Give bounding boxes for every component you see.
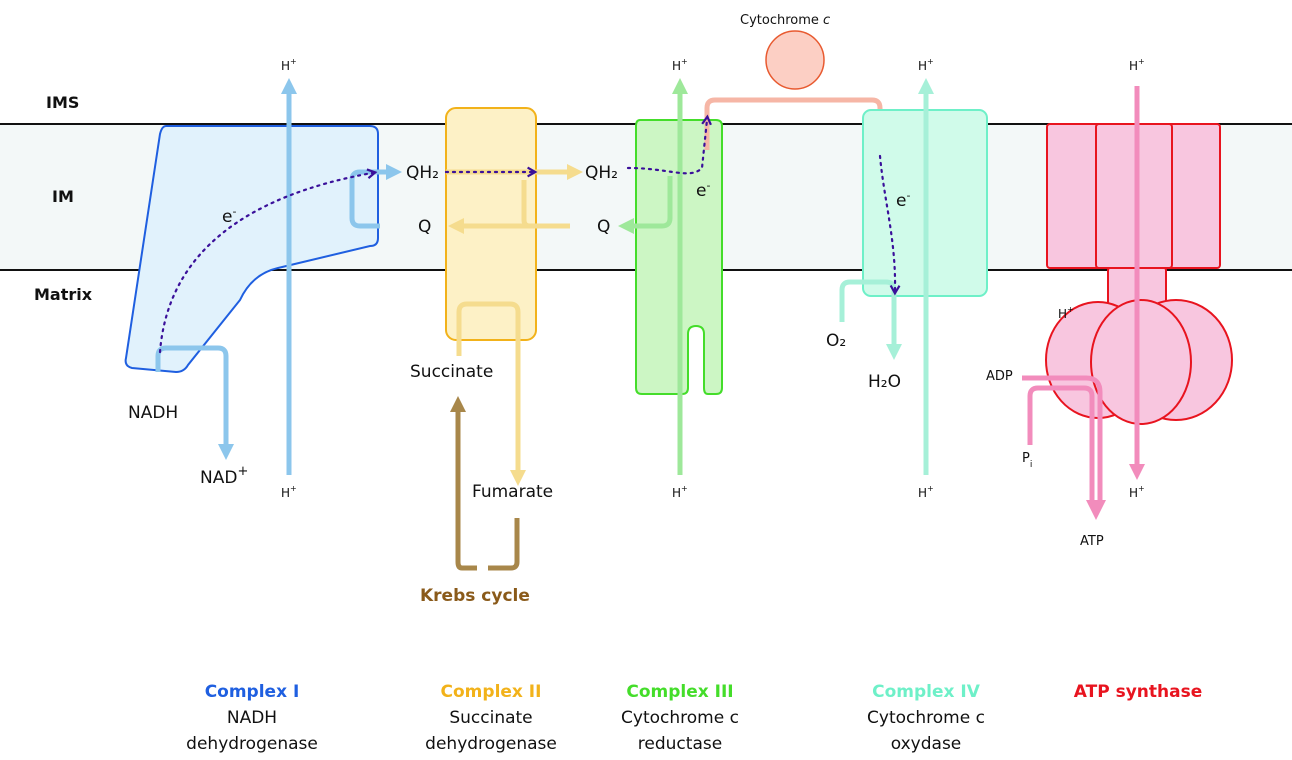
complex-caption-ii: Complex II Succinate dehydrogenase bbox=[425, 682, 557, 754]
nad-label: NAD+ bbox=[200, 464, 248, 488]
fumarate-label: Fumarate bbox=[472, 482, 553, 502]
zone-label-matrix: Matrix bbox=[34, 285, 93, 304]
atp-label: ATP bbox=[1080, 534, 1104, 549]
complex-i-proton-top: H+ bbox=[281, 57, 297, 73]
complex-iii-q-loop bbox=[617, 176, 673, 235]
adp-label: ADP bbox=[986, 369, 1013, 384]
complex-iv-electron-label: e- bbox=[896, 189, 910, 211]
o2-label: O₂ bbox=[826, 331, 846, 351]
pi-label: Pi bbox=[1022, 451, 1032, 470]
caption-line2: reductase bbox=[638, 734, 722, 754]
pi-arrow bbox=[1027, 385, 1095, 500]
succinate-fumarate-arrow bbox=[456, 301, 527, 487]
krebs-cycle-label: Krebs cycle bbox=[420, 586, 530, 606]
complex-iv-proton-bottom: H+ bbox=[918, 484, 934, 500]
atp-synthase-proton-bottom: H+ bbox=[1129, 484, 1145, 500]
nadh-arrow bbox=[155, 345, 235, 461]
caption-line1: Cytochrome c bbox=[621, 708, 739, 728]
caption-title: Complex IV bbox=[872, 682, 981, 702]
complex-i-electron-path bbox=[158, 168, 378, 354]
caption-line1: Succinate bbox=[449, 708, 532, 728]
complex-iii-proton-top: H+ bbox=[672, 57, 688, 73]
q-label-2: Q bbox=[597, 217, 610, 237]
succinate-label: Succinate bbox=[410, 362, 493, 382]
zone-label-ims: IMS bbox=[46, 93, 79, 112]
complex-i-proton-bottom: H+ bbox=[281, 484, 297, 500]
cytochrome-c-label: Cytochrome c bbox=[740, 13, 830, 28]
krebs-cycle-arrow-right bbox=[488, 518, 520, 571]
atp-synthase-proton-inner: H+ bbox=[1058, 305, 1074, 321]
complex-iii-electron-path bbox=[626, 114, 712, 175]
caption-title: Complex I bbox=[205, 682, 300, 702]
caption-line2: dehydrogenase bbox=[186, 734, 318, 754]
caption-line1: Cytochrome c bbox=[867, 708, 985, 728]
complex-caption-iii: Complex III Cytochrome c reductase bbox=[621, 682, 739, 754]
complex-iii-proton-bottom: H+ bbox=[672, 484, 688, 500]
complex-caption-i: Complex I NADH dehydrogenase bbox=[186, 682, 318, 754]
krebs-cycle-arrow-left bbox=[449, 395, 477, 571]
complex-iii-electron-label: e- bbox=[696, 179, 710, 201]
nadh-label: NADH bbox=[128, 403, 178, 423]
cytochrome-c-circle bbox=[765, 30, 825, 90]
complex-iv-proton-top: H+ bbox=[918, 57, 934, 73]
complex-i-electron-label: e- bbox=[222, 205, 236, 227]
qh2-label-1: QH₂ bbox=[406, 163, 439, 183]
caption-line2: oxydase bbox=[891, 734, 962, 754]
complex-i-q-loop bbox=[349, 163, 403, 229]
atp-synthase-shape bbox=[1045, 123, 1233, 425]
atp-arrowhead bbox=[1086, 500, 1106, 520]
complex-iv-electron-path bbox=[878, 154, 901, 296]
h2o-label: H₂O bbox=[868, 372, 901, 392]
qh2-label-2: QH₂ bbox=[585, 163, 618, 183]
caption-line1: NADH bbox=[227, 708, 277, 728]
complex-caption-iv: Complex IV Cytochrome c oxydase bbox=[867, 682, 985, 754]
caption-title: ATP synthase bbox=[1074, 682, 1202, 702]
complex-i-shape bbox=[124, 125, 379, 374]
complex-caption-atp-synthase: ATP synthase bbox=[1074, 682, 1202, 702]
caption-line2: dehydrogenase bbox=[425, 734, 557, 754]
q-label-1: Q bbox=[418, 217, 431, 237]
atp-synthase-proton-top: H+ bbox=[1129, 57, 1145, 73]
zone-label-im: IM bbox=[52, 187, 74, 206]
caption-title: Complex III bbox=[626, 682, 733, 702]
caption-title: Complex II bbox=[441, 682, 542, 702]
cytochrome-c-shuttle-arrow bbox=[704, 97, 889, 153]
adp-arrow bbox=[1022, 375, 1103, 500]
